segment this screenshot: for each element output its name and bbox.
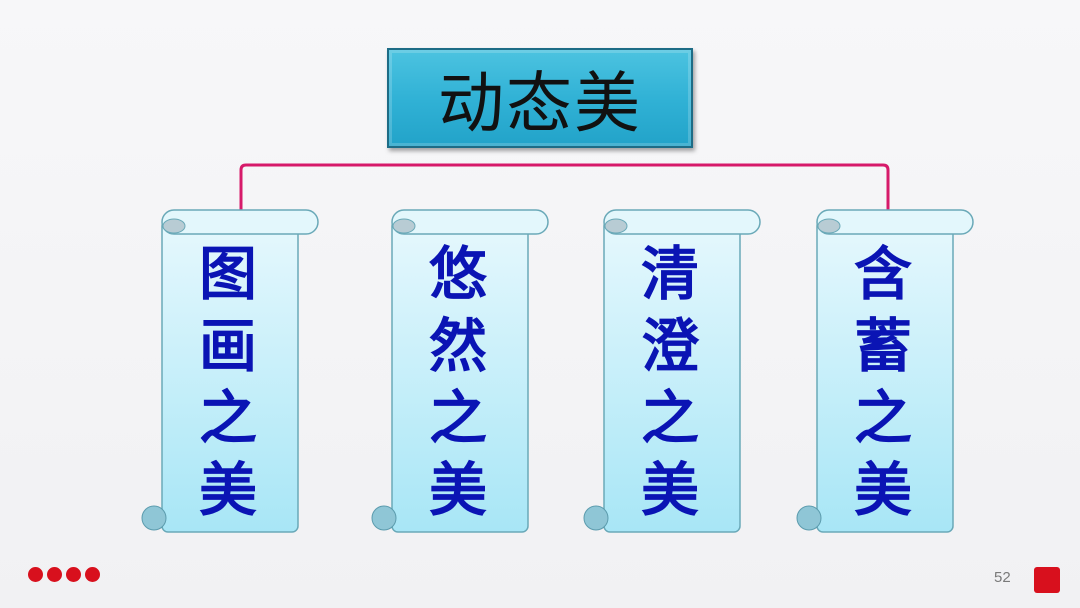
title-box: 动态美 (387, 48, 693, 148)
scroll-char: 清 (640, 240, 699, 308)
scroll-text: 含 蓄 之 美 (823, 238, 943, 526)
scroll-shape (583, 209, 761, 533)
scroll-char: 画 (198, 312, 257, 380)
scroll-text: 清 澄 之 美 (610, 238, 730, 526)
scroll-shape (796, 209, 974, 533)
scroll-char: 美 (428, 456, 487, 524)
scroll-card-2: 悠 然 之 美 (370, 208, 550, 536)
scroll-text: 图 画 之 美 (168, 238, 288, 526)
scroll-char: 图 (198, 240, 257, 308)
scroll-card-4: 含 蓄 之 美 (795, 208, 975, 536)
scroll-char: 蓄 (853, 312, 912, 380)
decorative-dots (28, 567, 100, 582)
scroll-char: 然 (428, 312, 487, 380)
scroll-char: 美 (640, 456, 699, 524)
scroll-text: 悠 然 之 美 (398, 238, 518, 526)
dot-icon (47, 567, 62, 582)
scroll-shape (371, 209, 549, 533)
dot-icon (66, 567, 81, 582)
scroll-char: 美 (198, 456, 257, 524)
scroll-char: 含 (853, 240, 912, 308)
scroll-char: 悠 (428, 240, 487, 308)
scroll-char: 之 (640, 384, 699, 452)
scroll-char: 之 (198, 384, 257, 452)
scroll-char: 之 (428, 384, 487, 452)
page-number: 52 (994, 569, 1011, 586)
scroll-shape (141, 209, 319, 533)
title-text: 动态美 (438, 65, 642, 142)
scroll-char: 美 (853, 456, 912, 524)
scroll-char: 澄 (640, 312, 699, 380)
dot-icon (28, 567, 43, 582)
scroll-card-1: 图 画 之 美 (140, 208, 320, 536)
scroll-char: 之 (853, 384, 912, 452)
scroll-card-3: 清 澄 之 美 (582, 208, 762, 536)
dot-icon (85, 567, 100, 582)
red-square-icon (1034, 567, 1060, 593)
